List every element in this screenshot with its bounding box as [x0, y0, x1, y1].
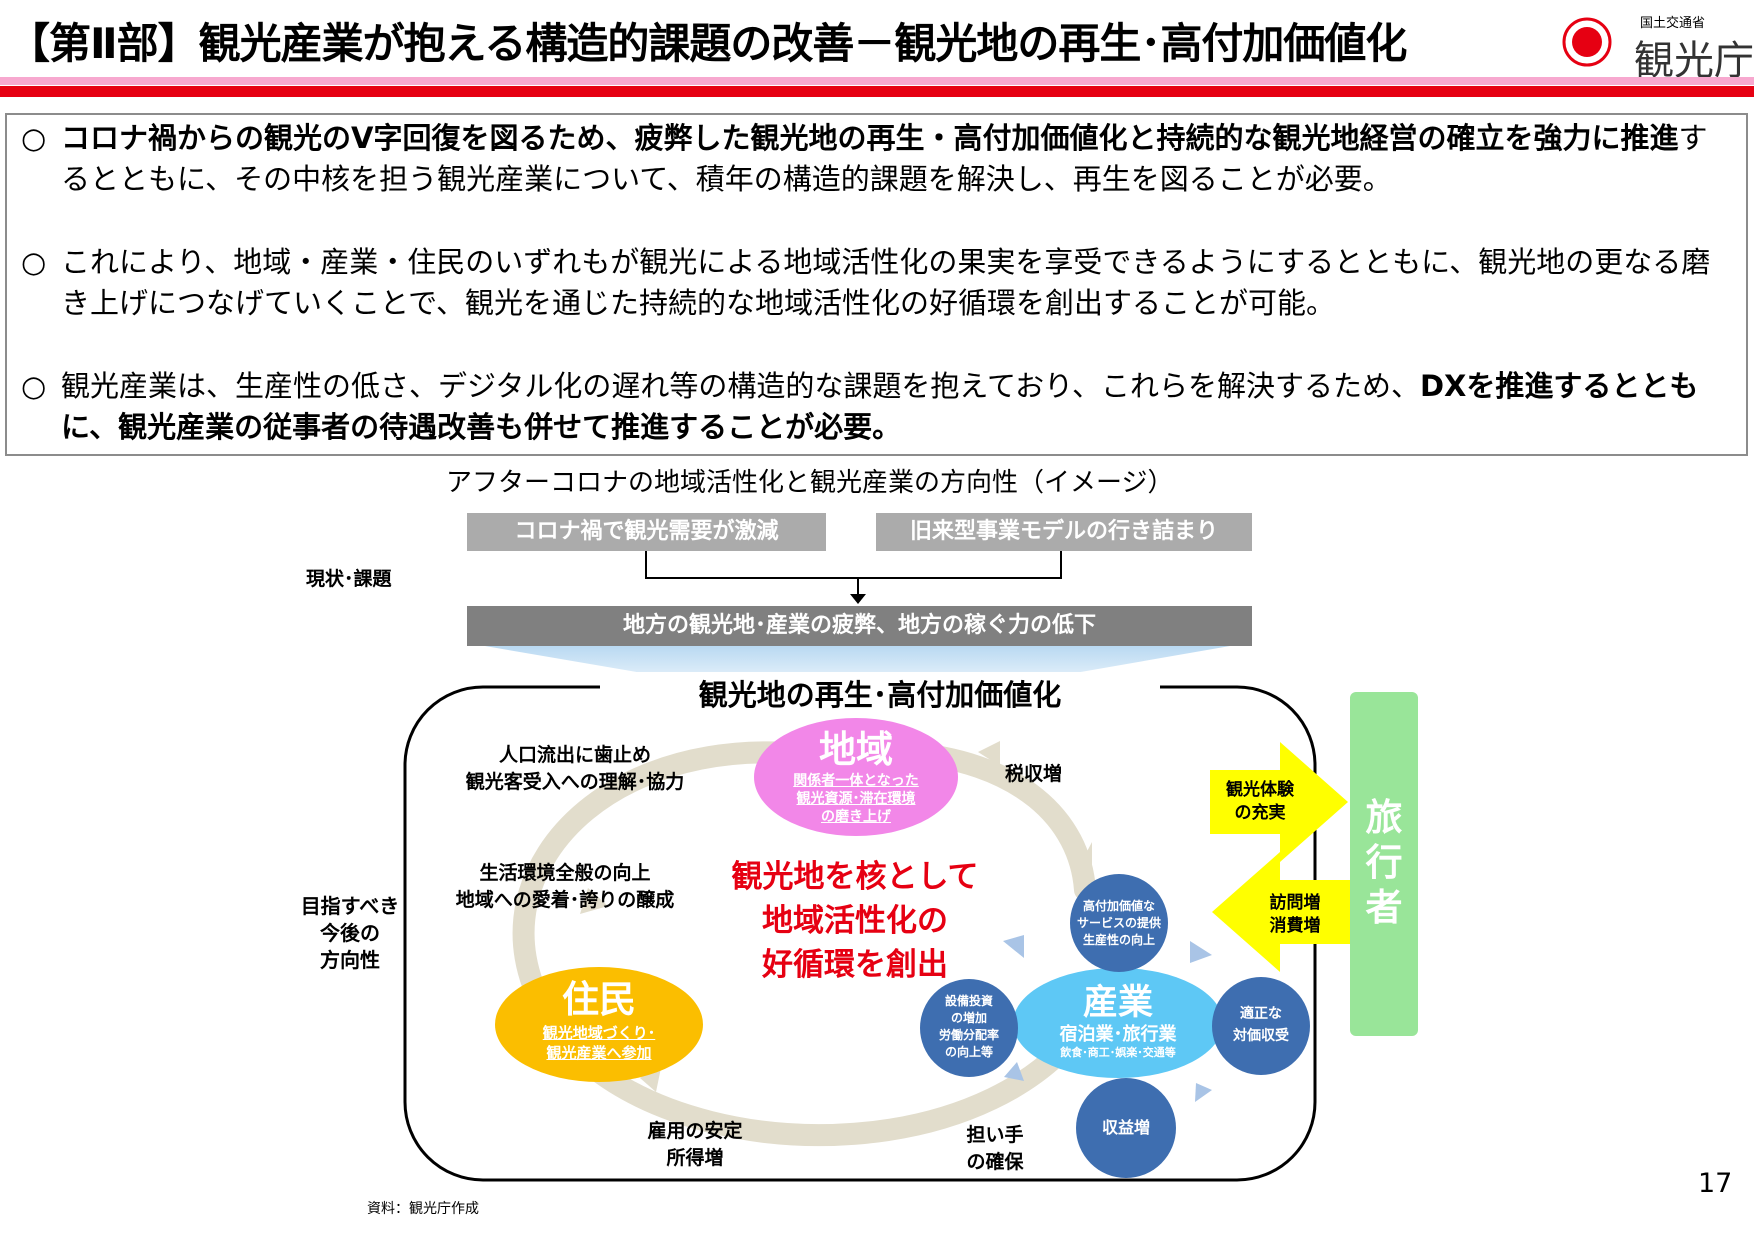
yellow-arrow-out	[1210, 742, 1348, 862]
ring-title: 観光地の再生･高付加価値化	[600, 672, 1160, 714]
industry-circle: 産業 宿泊業･旅行業 飲食･商工･娯楽･交通等	[1013, 968, 1223, 1078]
bullet-mark: ○	[21, 369, 47, 403]
page-title: 【第Ⅱ部】観光産業が抱える構造的課題の改善－観光地の再生･高付加価値化	[8, 19, 1407, 68]
loop-label-line: 観光客受入への理解･協力	[465, 771, 685, 793]
problem-box-right: 旧来型事業モデルの行き詰まり	[876, 513, 1252, 551]
loop-label-line: 地域への愛着･誇りの醸成	[455, 889, 675, 911]
residents-name: 住民	[562, 978, 636, 1021]
loop-label-line: 雇用の安定	[647, 1120, 743, 1142]
industry-sub2: 飲食･商工･娯楽･交通等	[1060, 1046, 1176, 1059]
residents-sub-line: 観光産業へ参加	[546, 1044, 652, 1062]
summary-paragraph-1: ○ コロナ禍からの観光のV字回復を図るため、疲弊した観光地の再生・高付加価値化と…	[21, 118, 1736, 200]
direction-line: 目指すべき	[300, 894, 400, 918]
summary-paragraph-2: ○ これにより、地域・産業・住民のいずれもが観光による地域活性化の果実を享受でき…	[21, 242, 1736, 324]
industry-small-arrows	[1003, 935, 1212, 1102]
region-circle: 地域 関係者一体となった 観光資源･滞在環境 の磨き上げ	[754, 718, 958, 836]
loop-label-top-right: 税収増	[1005, 763, 1063, 785]
industry-name: 産業	[1082, 983, 1153, 1023]
status-label: 現状･課題	[306, 568, 392, 590]
summary-3-text: 観光産業は、生産性の低さ、デジタル化の遅れ等の構造的な課題を抱えており、これらを…	[61, 369, 1420, 403]
header-band-pink	[0, 77, 1754, 85]
bullet-mark: ○	[21, 121, 47, 155]
center-line: 観光地を核として	[731, 859, 979, 895]
page-number: 17	[1698, 1168, 1733, 1199]
loop-label-bottom-left: 雇用の安定 所得増	[620, 1118, 770, 1172]
header-band-red	[0, 86, 1754, 97]
center-line: 地域活性化の	[762, 903, 948, 939]
summary-3-bold: DXを推進するとともに、観光産業の従事者の待遇改善も併せて推進することが必要。	[61, 369, 1699, 444]
loop-label-line: 生活環境全般の向上	[479, 862, 651, 884]
problem-box-left: コロナ禍で観光需要が激減	[467, 513, 826, 551]
direction-label: 目指すべき 今後の 方向性	[290, 893, 410, 974]
sub-circle-line: 生産性の向上	[1082, 933, 1155, 947]
sub-circle-right: 適正な 対価収受	[1212, 977, 1310, 1075]
problem-result-box: 地方の観光地･産業の疲弊、地方の稼ぐ力の低下	[467, 606, 1252, 646]
center-line: 好循環を創出	[762, 947, 948, 983]
region-sub-line: 観光資源･滞在環境	[796, 791, 916, 807]
region-sub-line: 関係者一体となった	[793, 773, 919, 789]
loop-label-line: の確保	[966, 1151, 1024, 1173]
traveler-char: 者	[1365, 886, 1403, 929]
region-sub-line: の磨き上げ	[821, 809, 891, 825]
arrow-out-label: 観光体験 の充実	[1210, 779, 1310, 825]
japan-tourism-agency-logo-icon	[1562, 17, 1612, 67]
loop-arrowhead	[580, 888, 608, 914]
loop-label-middle-left: 生活環境全般の向上 地域への愛着･誇りの醸成	[420, 860, 710, 914]
loop-label-bottom-right: 担い手 の確保	[940, 1122, 1050, 1176]
direction-line: 今後の	[320, 921, 380, 945]
loop-label-top-left: 人口流出に歯止め 観光客受入への理解･協力	[430, 742, 720, 796]
logo-agency-text: 観光庁	[1634, 38, 1754, 84]
loop-label-line: 所得増	[666, 1147, 724, 1169]
loop-arrowhead	[978, 741, 1000, 766]
sub-circle-top: 高付加価値な サービスの提供 生産性の向上	[1070, 874, 1168, 972]
traveler-char: 旅	[1365, 796, 1403, 839]
arrow-out-line: 観光体験	[1226, 780, 1294, 800]
loop-arrowhead	[1075, 842, 1092, 874]
sub-circle-line: 設備投資	[944, 994, 993, 1008]
residents-circle: 住民 観光地域づくり･ 観光産業へ参加	[495, 967, 703, 1082]
sub-circle-line: 高付加価値な	[1082, 899, 1155, 913]
sub-circle-line: 対価収受	[1233, 1028, 1289, 1044]
arrow-out-line: の充実	[1234, 803, 1286, 823]
diagram-title: アフターコロナの地域活性化と観光産業の方向性（イメージ）	[446, 468, 1174, 498]
traveler-box	[1350, 692, 1418, 1036]
sub-circle-line: の向上等	[944, 1045, 993, 1059]
arrow-in-label: 訪問増 消費増	[1245, 892, 1345, 938]
direction-line: 方向性	[320, 948, 380, 972]
residents-sub-line: 観光地域づくり･	[542, 1024, 656, 1042]
industry-sub: 宿泊業･旅行業	[1059, 1024, 1177, 1045]
center-message: 観光地を核として 地域活性化の 好循環を創出	[700, 855, 1010, 987]
arrow-in-line: 訪問増	[1269, 893, 1321, 913]
summary-2-text: これにより、地域・産業・住民のいずれもが観光による地域活性化の果実を享受できるよ…	[61, 245, 1711, 320]
summary-1-text: するとともに、その中核を担う観光産業について、積年の構造的課題を解決し、再生を図…	[61, 121, 1708, 196]
summary-1-bold: コロナ禍からの観光のV字回復を図るため、疲弊した観光地の再生・高付加価値化と持続…	[61, 121, 1679, 155]
sub-circle-line: 労働分配率	[938, 1028, 999, 1042]
loop-label-line: 担い手	[966, 1124, 1024, 1146]
yellow-arrow-in	[1212, 852, 1350, 972]
traveler-char: 行	[1365, 841, 1403, 884]
summary-box: ○ コロナ禍からの観光のV字回復を図るため、疲弊した観光地の再生・高付加価値化と…	[5, 113, 1748, 456]
logo-ministry-text: 国土交通省	[1640, 16, 1706, 31]
traveler-label: 旅 行 者	[1350, 795, 1418, 930]
problem-arrowhead	[850, 594, 866, 604]
sub-circle-bottom: 収益増	[1076, 1078, 1176, 1178]
arrow-in-line: 消費増	[1269, 916, 1321, 936]
loop-label-line: 人口流出に歯止め	[498, 744, 651, 766]
source-note: 資料：観光庁作成	[367, 1201, 479, 1217]
sub-circle-line: の増加	[950, 1011, 987, 1025]
region-name: 地域	[819, 728, 893, 771]
sub-circle-left: 設備投資 の増加 労働分配率 の向上等	[920, 979, 1018, 1077]
sub-circle-line: 適正な	[1240, 1006, 1282, 1022]
sub-circle-line: サービスの提供	[1076, 916, 1161, 930]
bullet-mark: ○	[21, 245, 47, 279]
problem-connector	[645, 551, 1062, 596]
summary-paragraph-3: ○ 観光産業は、生産性の低さ、デジタル化の遅れ等の構造的な課題を抱えており、これ…	[21, 366, 1736, 448]
